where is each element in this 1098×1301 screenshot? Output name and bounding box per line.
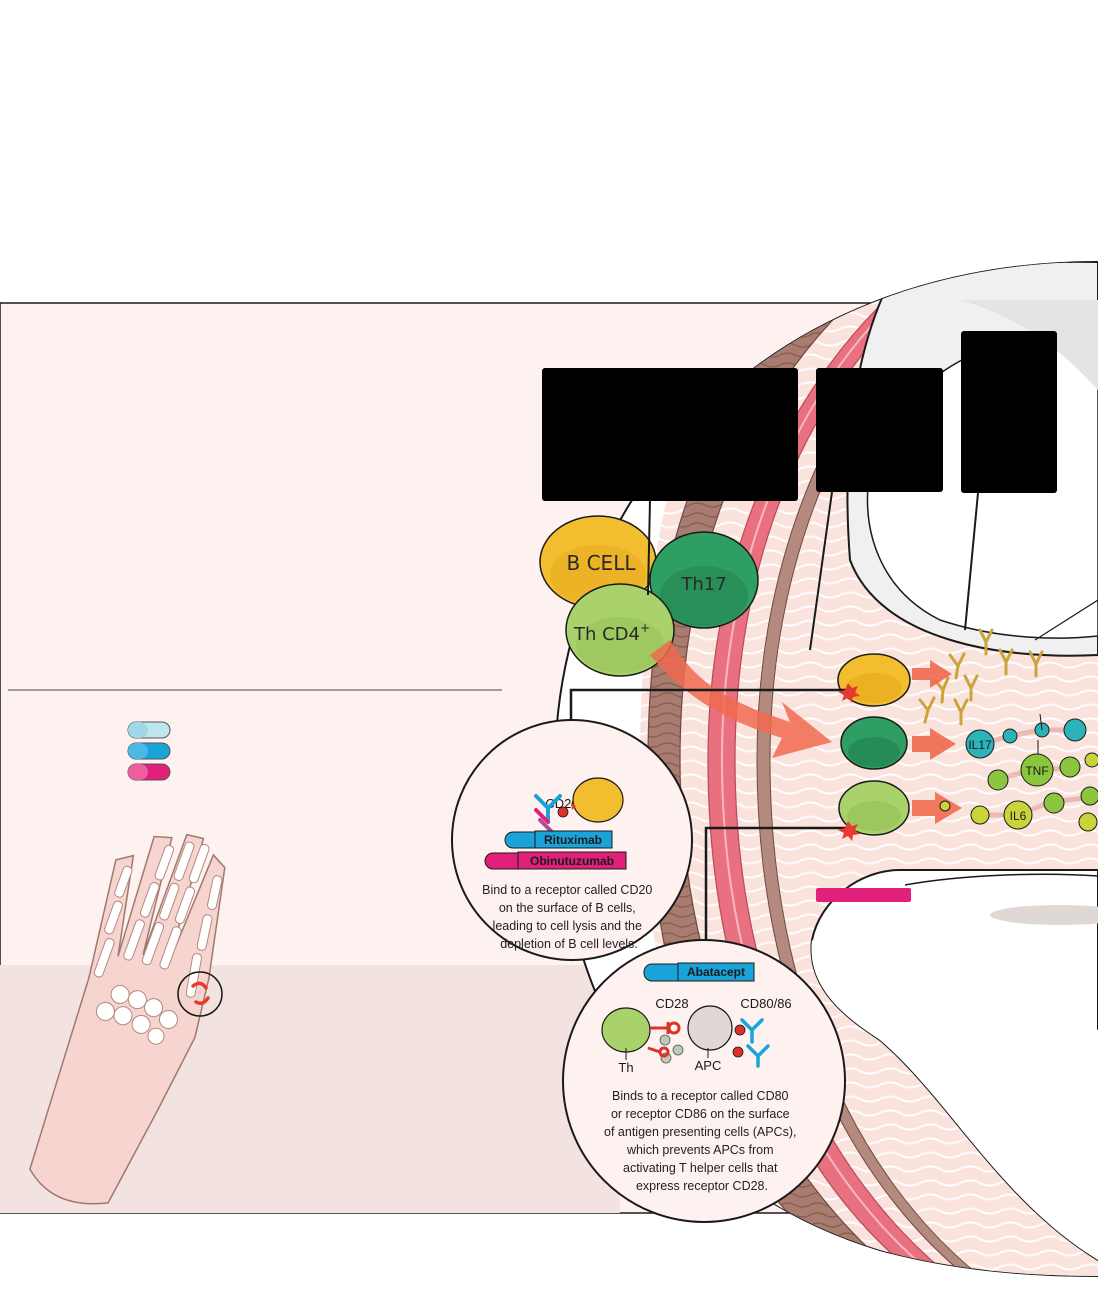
- abatacept-callout: Abatacept CD28 CD80/86 Th APC Binds to a…: [563, 940, 845, 1222]
- abatacept-label: Abatacept: [687, 965, 745, 979]
- obinutuzumab-label: Obinutuzumab: [530, 854, 614, 868]
- cd28-label: CD28: [655, 996, 688, 1011]
- apc-label: APC: [695, 1058, 722, 1073]
- il17-label: IL17: [968, 738, 992, 752]
- il6-label: IL6: [1010, 809, 1027, 823]
- joint-th17-cell: [841, 717, 907, 769]
- th17-label: Th17: [680, 574, 726, 595]
- th-label: Th: [618, 1060, 633, 1075]
- cd20-callout: CD20 Rituximab Obinutuzumab Bind to a re…: [452, 720, 692, 960]
- obinutuzumab-pill: Obinutuzumab: [485, 852, 626, 869]
- pill-capsule-icon: [128, 722, 170, 780]
- rituximab-pill: Rituximab: [505, 831, 612, 848]
- cd80-86-label: CD80/86: [740, 996, 791, 1011]
- tnf-label: TNF: [1025, 764, 1048, 778]
- th-cd4-label: Th CD4+: [573, 621, 650, 645]
- rituximab-label: Rituximab: [544, 833, 602, 847]
- b-cell-label: B CELL: [567, 551, 637, 575]
- abatacept-pill: Abatacept: [644, 963, 754, 981]
